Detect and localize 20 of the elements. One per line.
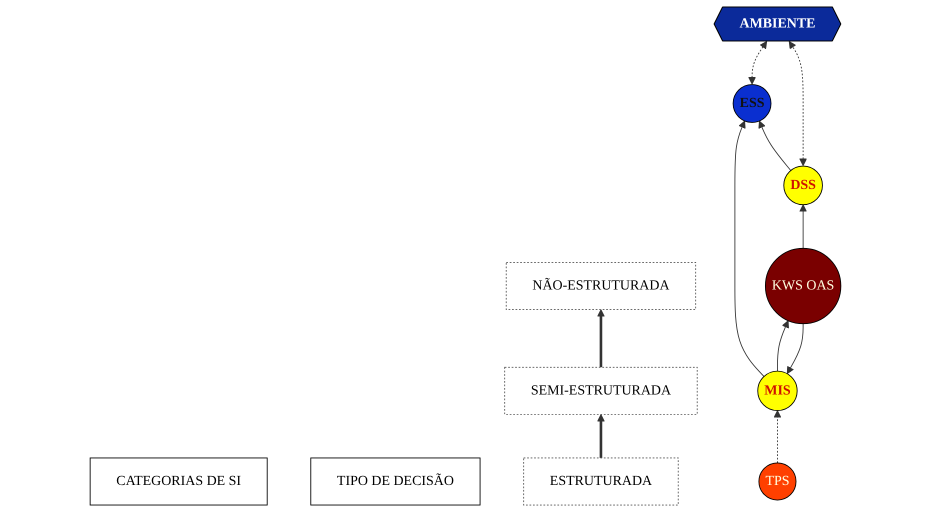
- node-circle: MIS: [757, 370, 798, 411]
- arrow: [799, 204, 807, 249]
- arrow: [788, 41, 807, 166]
- arrow: [774, 410, 782, 464]
- node-box: ESTRUTURADA: [523, 458, 679, 506]
- arrow: [786, 323, 804, 374]
- node-box: NÃO-ESTRUTURADA: [506, 262, 696, 310]
- arrow: [777, 320, 789, 372]
- node-box: TIPO DE DECISÃO: [310, 458, 480, 506]
- node-circle: TPS: [758, 462, 796, 500]
- node-circle: ESS: [732, 84, 772, 123]
- arrow: [748, 41, 768, 85]
- arrow: [758, 120, 792, 171]
- node-box: CATEGORIAS DE SI: [90, 458, 268, 506]
- arrow: [597, 414, 605, 458]
- arrow: [597, 309, 605, 368]
- arrow: [734, 120, 764, 377]
- node-box: SEMI-ESTRUTURADA: [504, 366, 698, 415]
- node-circle: KWS OAS: [764, 248, 842, 324]
- node-circle: DSS: [783, 166, 823, 206]
